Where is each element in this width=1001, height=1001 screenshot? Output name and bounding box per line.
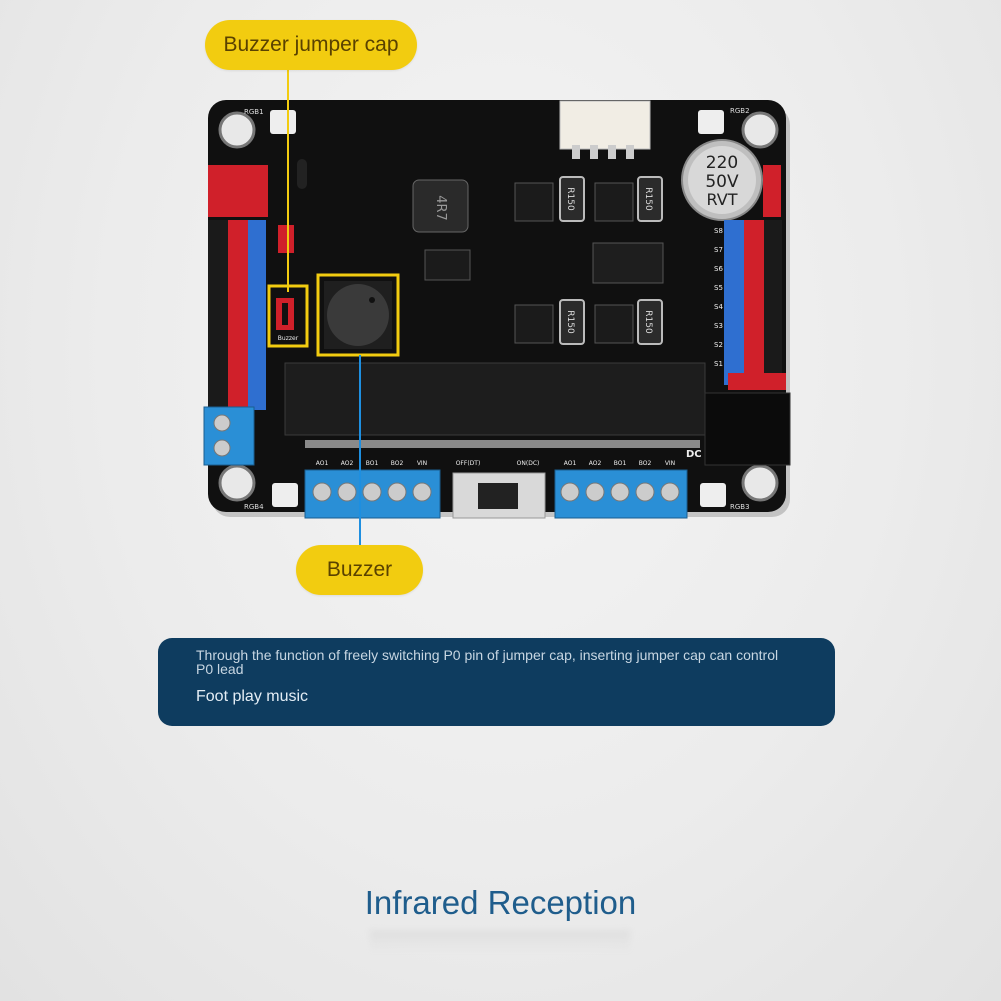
- capacitor-line1: 220: [706, 153, 738, 173]
- r150-label-2: R150: [643, 187, 653, 211]
- rgb-led-4: [272, 483, 298, 507]
- capacitor-line3: RVT: [707, 190, 738, 209]
- inductor: [412, 179, 469, 233]
- term-right-label-2: AO2: [589, 460, 602, 467]
- terminal-left: [304, 469, 441, 519]
- switch-off-label: OFF(DT): [456, 460, 481, 467]
- rgb-led-2: [698, 110, 724, 134]
- mount-hole-bl: [218, 464, 256, 502]
- switch-on-label: ON(DC): [517, 460, 540, 467]
- r150-label-1: R150: [565, 187, 575, 211]
- r150-label-3: R150: [565, 310, 575, 334]
- term-left-label-4: BO2: [391, 460, 404, 467]
- servo-label-s6: S6: [714, 265, 723, 273]
- buzzer-highlight: [316, 273, 400, 357]
- info-panel: Through the function of freely switching…: [158, 638, 835, 726]
- mount-hole-tl: [218, 111, 256, 149]
- left-pin-headers: [208, 165, 268, 410]
- mount-hole-tr: [741, 111, 779, 149]
- buzzer-silk-label: Buzzer: [278, 335, 299, 342]
- buzzer-callout: Buzzer: [296, 545, 423, 595]
- term-left-label-3: BO1: [366, 460, 379, 467]
- term-right-label-4: BO2: [639, 460, 652, 467]
- jumper-upper: [278, 225, 294, 253]
- servo-label-s8: S8: [714, 227, 723, 235]
- servo-label-s7: S7: [714, 246, 723, 254]
- rgb3-label: RGB3: [730, 503, 750, 511]
- terminal-power: [203, 406, 255, 466]
- servo-label-s5: S5: [714, 284, 723, 292]
- rgb1-label: RGB1: [244, 108, 264, 116]
- rgb4-label: RGB4: [244, 503, 264, 511]
- mosfet-4: [594, 304, 634, 344]
- mosfet-1: [514, 182, 554, 222]
- servo-label-s2: S2: [714, 341, 723, 349]
- term-right-label-1: AO1: [564, 460, 577, 467]
- rgb-led-1: [270, 110, 296, 134]
- jumper-cap-callout: Buzzer jumper cap: [205, 20, 417, 70]
- right-pin-headers: [724, 165, 786, 390]
- servo-label-s4: S4: [714, 303, 723, 311]
- dc-jack: [704, 392, 791, 466]
- rgb-led-3: [700, 483, 726, 507]
- info-subtitle: Foot play music: [196, 688, 309, 705]
- mosfet-3: [514, 304, 554, 344]
- ir-receiver: [297, 159, 307, 189]
- term-right-label-5: VIN: [665, 460, 675, 467]
- rgb2-label: RGB2: [730, 107, 750, 115]
- driver-ic: [592, 242, 664, 284]
- regulator-ic: [424, 249, 471, 281]
- driver-board-photo: RGB1 RGB2 RGB3 RGB4 220 50V RVT 4R7 R150…: [203, 100, 791, 519]
- heading-reflection: [370, 930, 630, 952]
- capacitor-line2: 50V: [705, 172, 739, 192]
- mount-hole-br: [741, 464, 779, 502]
- inductor-label: 4R7: [433, 195, 448, 221]
- white-connector: [559, 100, 651, 150]
- term-left-label-5: VIN: [417, 460, 427, 467]
- servo-label-s3: S3: [714, 322, 723, 330]
- info-description: Through the function of freely switching…: [196, 647, 779, 677]
- term-right-label-3: BO1: [614, 460, 627, 467]
- term-left-label-2: AO2: [341, 460, 354, 467]
- terminal-right: [554, 469, 688, 519]
- mosfet-2: [594, 182, 634, 222]
- r150-label-4: R150: [643, 310, 653, 334]
- servo-label-s1: S1: [714, 360, 723, 368]
- microbit-slot: [284, 362, 706, 436]
- term-left-label-1: AO1: [316, 460, 329, 467]
- dc-label: DC: [686, 449, 702, 460]
- section-heading: Infrared Reception: [364, 884, 637, 921]
